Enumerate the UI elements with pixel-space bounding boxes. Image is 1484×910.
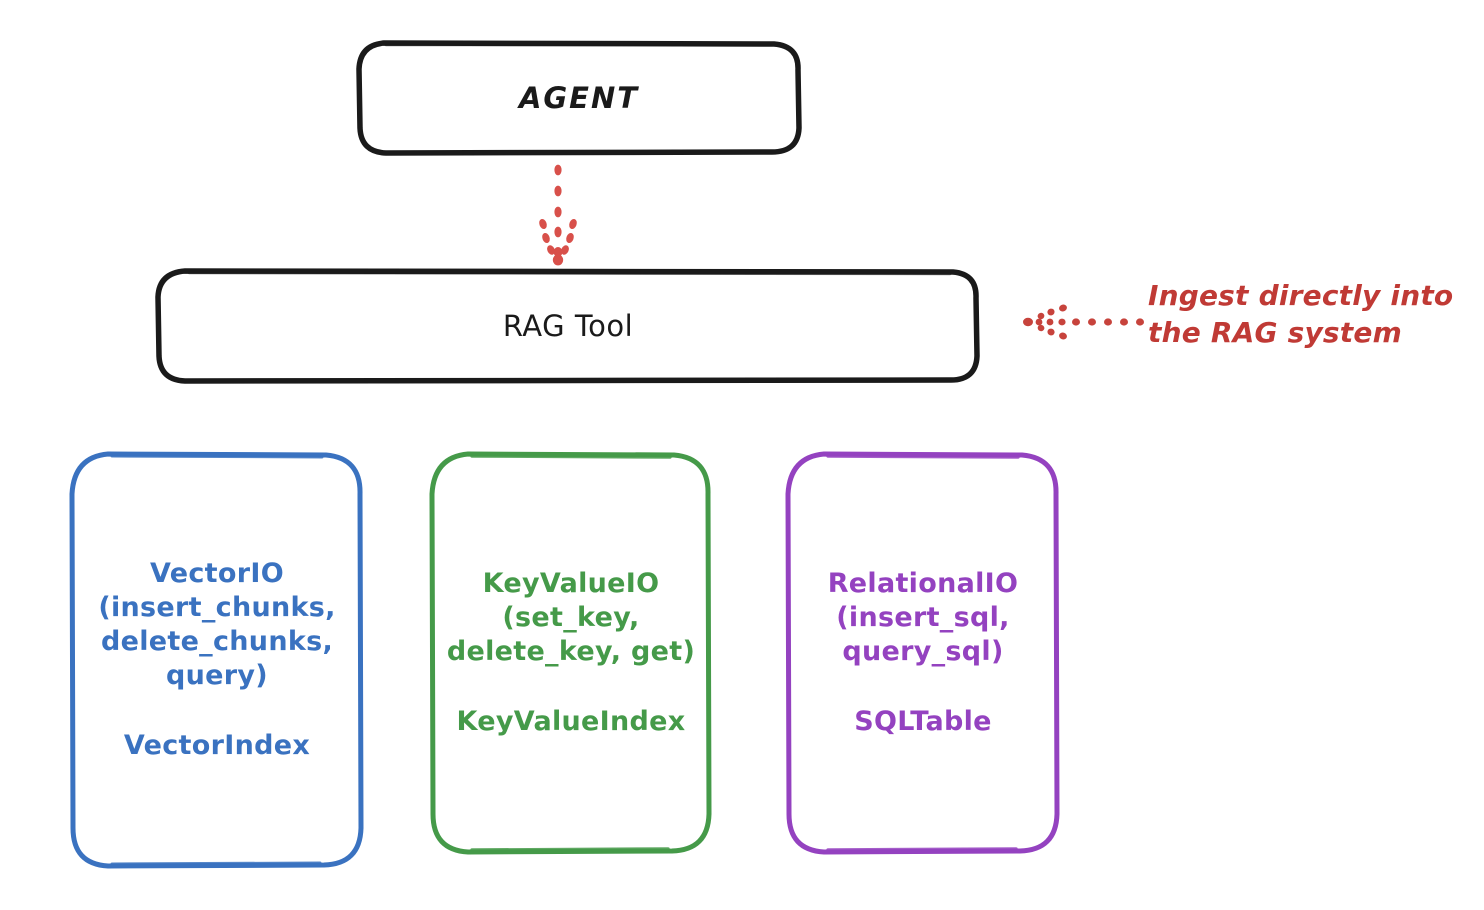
node-vector-io[interactable]: VectorIO (insert_chunks, delete_chunks, … [68,450,366,870]
ingest-annotation-arrow-icon [1023,304,1144,340]
relational-io-label: RelationalIO (insert_sql, query_sql) [827,567,1019,667]
node-relational-io[interactable]: RelationalIO (insert_sql, query_sql) SQL… [784,450,1062,856]
vector-index-label: VectorIndex [123,730,311,762]
sql-table-label: SQLTable [854,706,992,738]
key-value-io-label: KeyValueIO (set_key, delete_key, get) [446,567,696,667]
agent-to-rag-tool-arrow-icon [539,164,577,266]
rag-tool-label: RAG Tool [502,308,634,343]
ingest-annotation-text: Ingest directly into the RAG system [1148,279,1454,349]
agent-label: AGENT [518,80,640,115]
node-rag-tool[interactable]: RAG Tool [155,268,981,384]
node-agent[interactable]: AGENT [356,40,802,156]
node-key-value-io[interactable]: KeyValueIO (set_key, delete_key, get) Ke… [428,450,714,856]
key-value-index-label: KeyValueIndex [456,706,686,738]
vector-io-label: VectorIO (insert_chunks, delete_chunks, … [98,557,336,691]
